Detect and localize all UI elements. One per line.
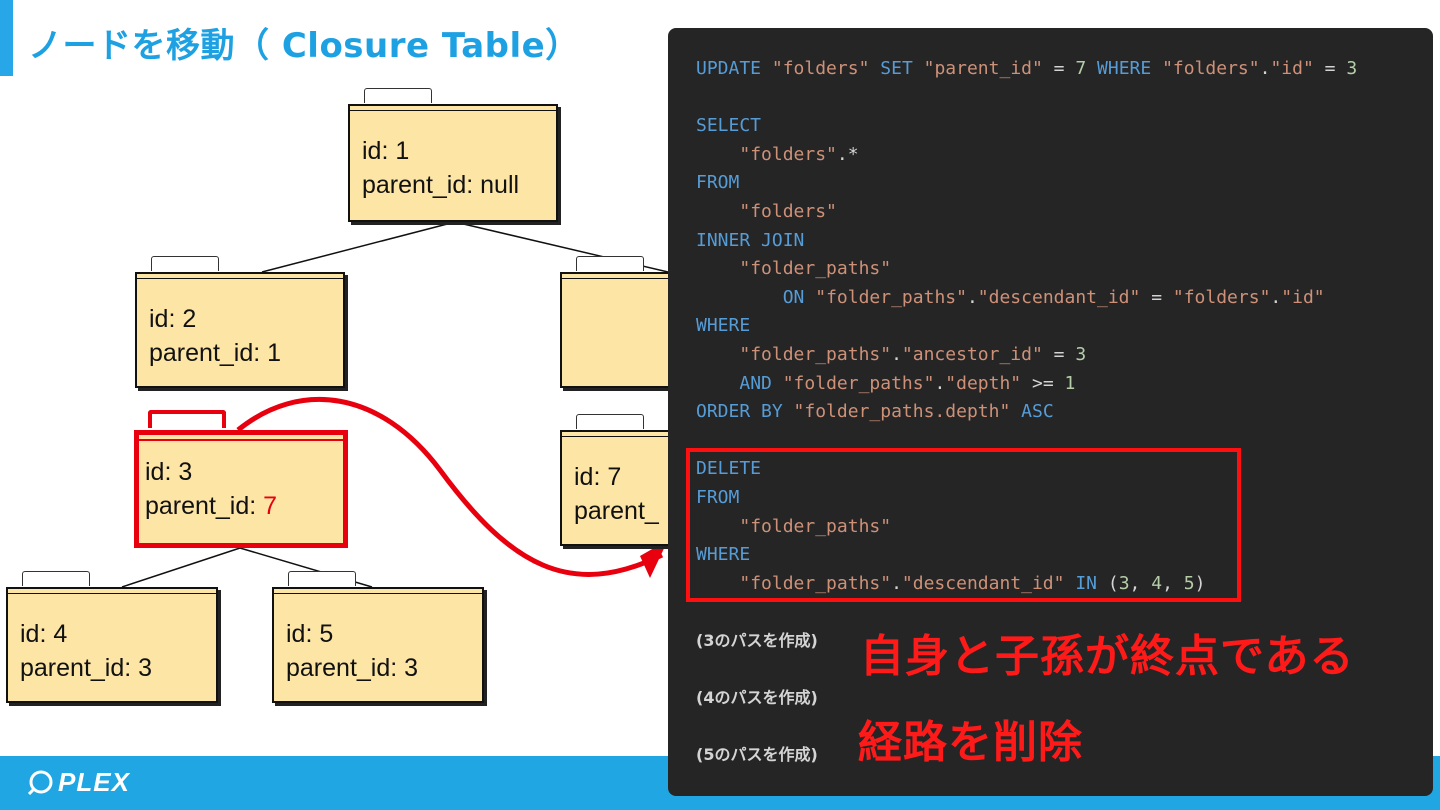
- comment-line-4: (4のパスを作成): [696, 688, 818, 708]
- folder-node-7: id: 7 parent_: [560, 414, 680, 546]
- folder-body: [348, 104, 558, 222]
- logo-text: PLEX: [58, 766, 130, 797]
- folder-node-4: id: 4 parent_id: 3: [6, 571, 218, 703]
- folder-tab: [364, 88, 432, 103]
- new-parent-value: 7: [263, 492, 278, 520]
- folder-label: id: 5 parent_id: 3: [286, 617, 418, 685]
- plex-logo-icon: [28, 770, 53, 795]
- code-panel: UPDATE "folders" SET "parent_id" = 7 WHE…: [668, 28, 1433, 796]
- edge-1-2: [261, 221, 456, 273]
- folder-label: id: 2 parent_id: 1: [149, 302, 281, 370]
- folder-tab: [148, 410, 226, 428]
- folder-body: [272, 587, 484, 703]
- annotation-line-2: 経路を削除: [858, 717, 1083, 768]
- folder-body: [560, 430, 680, 546]
- folder-node-6: [560, 256, 680, 388]
- folder-tab: [576, 256, 644, 271]
- folder-node-1: id: 1 parent_id: null: [348, 88, 558, 222]
- move-arrow-head: [640, 540, 668, 578]
- folder-id: id: 2: [149, 305, 197, 333]
- folder-tab: [151, 256, 219, 271]
- slide-title: ノードを移動（ Closure Table）: [28, 26, 580, 66]
- folder-id: id: 5: [286, 620, 334, 648]
- folder-tab: [288, 571, 356, 586]
- delete-statement-highlight: [686, 448, 1241, 602]
- comment-line-3: (3のパスを作成): [696, 630, 818, 650]
- folder-label: id: 1 parent_id: null: [362, 134, 519, 202]
- folder-node-5: id: 5 parent_id: 3: [272, 571, 484, 703]
- title-accent-bar: [0, 0, 13, 76]
- folder-body: [135, 272, 345, 388]
- comment-line-5: (5のパスを作成): [696, 745, 818, 765]
- annotation-line-1: 自身と子孫が終点である: [860, 631, 1355, 682]
- move-arrow: [236, 396, 664, 577]
- folder-id: id: 1: [362, 137, 410, 165]
- folder-tab: [22, 571, 90, 586]
- folder-node-2: id: 2 parent_id: 1: [135, 256, 345, 388]
- plex-logo: PLEX: [28, 767, 130, 797]
- folder-body: [134, 430, 348, 548]
- folder-tab: [576, 414, 644, 429]
- folder-label: id: 7 parent_: [574, 460, 659, 528]
- folder-parent-id: parent_id: null: [362, 171, 520, 199]
- folder-label: id: 4 parent_id: 3: [20, 617, 152, 685]
- sql-code-block: UPDATE "folders" SET "parent_id" = 7 WHE…: [696, 58, 1358, 765]
- folder-node-3-moved: id: 3 parent_id: 7: [134, 410, 348, 548]
- edge-3-4: [121, 547, 241, 588]
- folder-parent-id: parent_id: 3: [20, 654, 153, 682]
- folder-body: [6, 587, 218, 703]
- folder-parent-id: parent_id: 7: [145, 492, 278, 520]
- folder-parent-id: parent_id: 3: [286, 654, 419, 682]
- folder-parent-id: parent_id: 1: [149, 339, 282, 367]
- folder-parent-id: parent_: [574, 497, 659, 525]
- folder-id: id: 3: [145, 458, 193, 486]
- folder-id: id: 7: [574, 463, 622, 491]
- folder-id: id: 4: [20, 620, 68, 648]
- folder-body: [560, 272, 680, 388]
- folder-label: id: 3 parent_id: 7: [145, 455, 277, 523]
